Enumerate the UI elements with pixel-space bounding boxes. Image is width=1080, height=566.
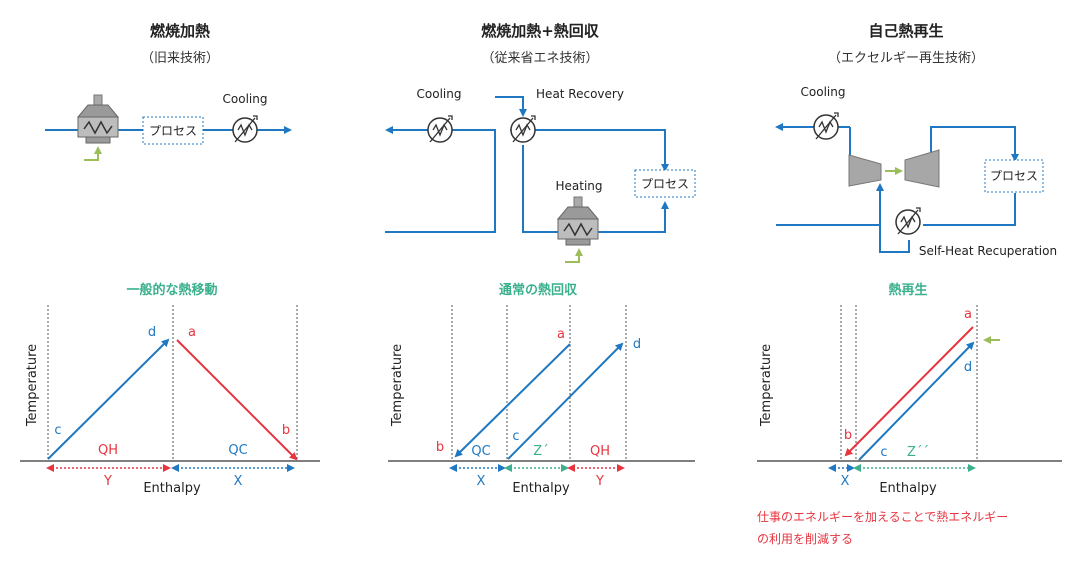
process-label: プロセス <box>990 169 1038 183</box>
note-line-1: 仕事のエネルギーを加えることで熱エネルギー <box>757 510 1008 524</box>
qh-label: QH <box>98 443 118 458</box>
hot-stream-pipe <box>385 126 496 233</box>
section-title: 一般的な熱移動 <box>126 282 217 298</box>
point-b: b <box>282 423 290 438</box>
recovery-inlet-pipe <box>495 96 527 117</box>
heat-recovery-icon <box>510 115 536 143</box>
point-c: c <box>512 429 519 444</box>
qc-label: QC <box>228 443 247 458</box>
feed-pipe <box>776 183 884 226</box>
cooler-icon <box>813 112 839 140</box>
process-label: プロセス <box>641 177 689 191</box>
recuperation-label: Self-Heat Recuperation <box>919 244 1057 258</box>
cooler-icon <box>427 115 453 143</box>
process-label: プロセス <box>149 124 197 138</box>
panel-2: 燃焼加熱+熱回収 （従来省エネ技術） プロセス Cooling Heat Rec… <box>385 22 696 496</box>
x-axis-label: Enthalpy <box>143 481 201 496</box>
point-b: b <box>436 440 444 455</box>
range-x-label: X <box>477 474 486 489</box>
point-d: d <box>633 337 641 352</box>
y-axis-label: Temperature <box>759 344 774 427</box>
cooler-icon <box>232 115 258 143</box>
process-outlet-pipe <box>923 193 1016 226</box>
panel-1-title: 燃焼加熱 <box>150 22 210 40</box>
hot-stream-line <box>844 326 974 457</box>
compressor-icon <box>904 149 940 188</box>
cold-stream-line <box>47 338 170 460</box>
panel-1-subtitle: （旧来技術） <box>141 51 219 66</box>
panel-3-title: 自己熱再生 <box>868 22 943 40</box>
range-x-label: X <box>841 474 850 489</box>
heating-label: Heating <box>555 179 602 193</box>
point-a: a <box>964 307 972 322</box>
hot-stream-line <box>454 343 571 458</box>
process-inlet-pipe <box>930 126 1019 162</box>
cold-stream-line <box>507 342 624 460</box>
heat-recovery-label: Heat Recovery <box>536 87 624 101</box>
turbine-icon <box>848 154 882 187</box>
process-box <box>634 169 696 198</box>
qh-label: QH <box>590 444 610 459</box>
hot-stream-line <box>176 339 298 461</box>
qc-label: QC <box>471 444 490 459</box>
point-d: d <box>964 360 972 375</box>
panel-3: 自己熱再生 （エクセルギー再生技術） プロセス Cooling Self-Hea… <box>757 22 1062 546</box>
x-axis-label: Enthalpy <box>512 481 570 496</box>
point-b: b <box>844 428 852 443</box>
section-title: 通常の熱回収 <box>499 282 578 298</box>
panel-2-subtitle: （従来省エネ技術） <box>481 51 598 66</box>
fuel-input-arrow <box>565 248 583 263</box>
cooling-label: Cooling <box>801 85 846 99</box>
point-a: a <box>188 325 196 340</box>
furnace-icon <box>557 196 599 246</box>
process-box <box>142 116 204 145</box>
fuel-input-arrow <box>84 146 102 161</box>
cooling-label: Cooling <box>417 87 462 101</box>
furnace-icon <box>77 94 119 144</box>
point-d: d <box>148 325 156 340</box>
note-line-2: の利用を削減する <box>757 531 853 546</box>
z-double-prime-label: Z´´ <box>907 445 929 460</box>
z-prime-label: Z´ <box>533 444 548 459</box>
cooling-label: Cooling <box>223 92 268 106</box>
range-x-label: X <box>234 474 243 489</box>
process-box <box>984 159 1044 193</box>
panel-3-subtitle: （エクセルギー再生技術） <box>828 51 984 66</box>
cold-stream-pipe <box>510 129 669 172</box>
point-c: c <box>54 423 61 438</box>
section-title: 熱再生 <box>888 282 927 298</box>
y-axis-label: Temperature <box>25 344 40 427</box>
point-c: c <box>880 445 887 460</box>
range-y-label: Y <box>595 474 604 489</box>
panel-2-title: 燃焼加熱+熱回収 <box>481 22 600 40</box>
cold-stream-line <box>858 341 975 461</box>
panel-1: 燃焼加熱 （旧来技術） プロセス Cooling 一般的な熱移動 Tempera… <box>20 22 320 496</box>
x-axis-label: Enthalpy <box>879 481 937 496</box>
y-axis-label: Temperature <box>390 344 405 427</box>
recuperator-loop <box>879 225 910 253</box>
range-y-label: Y <box>103 474 112 489</box>
point-a: a <box>557 327 565 342</box>
recuperator-icon <box>895 207 921 235</box>
